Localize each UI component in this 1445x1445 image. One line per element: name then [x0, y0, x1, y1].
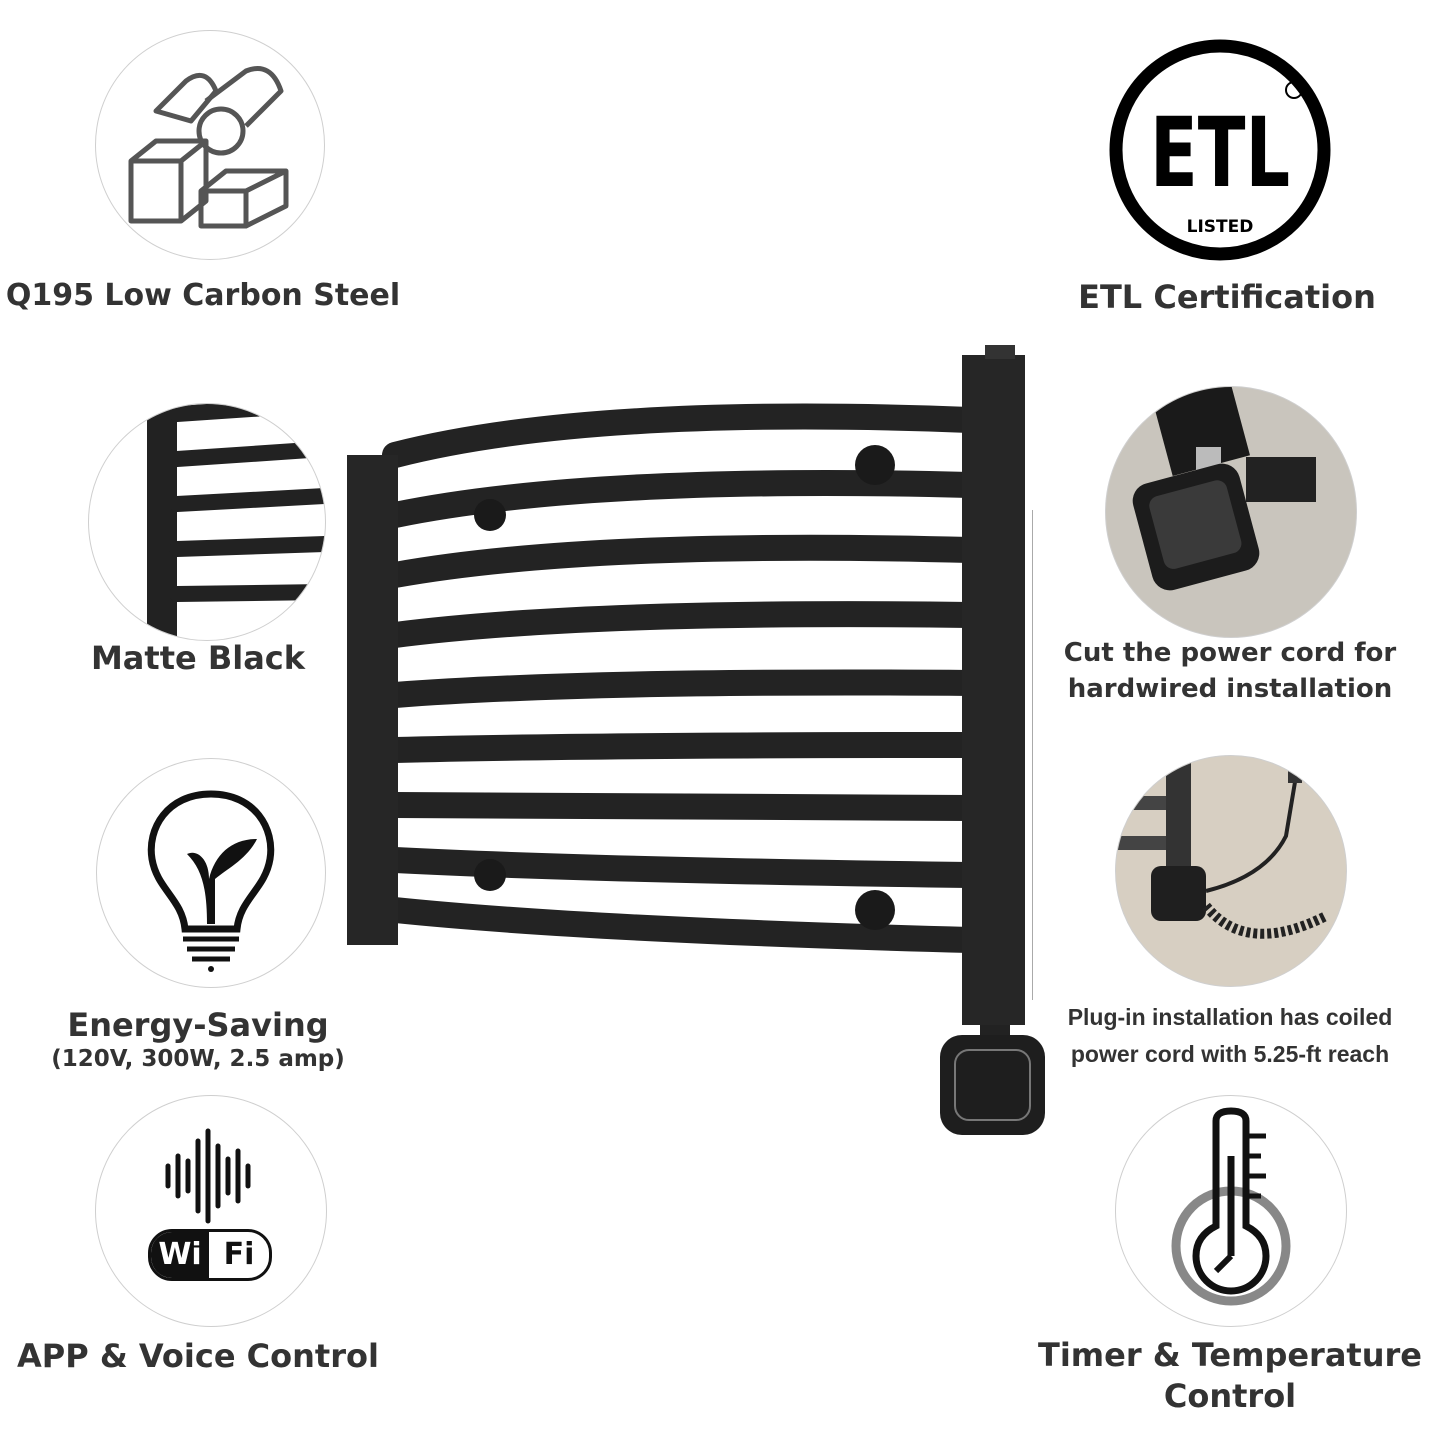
steel-icon-circle [95, 30, 325, 260]
label-timer-1: Timer & Temperature [1038, 1336, 1422, 1374]
etl-logo-sub: LISTED [1187, 217, 1254, 237]
matte-black-circle [88, 403, 326, 641]
etl-listed-logo: ETL LISTED [1109, 39, 1331, 261]
timer-circle [1115, 1095, 1347, 1327]
registered-mark-icon [1285, 81, 1303, 99]
label-plugin-2: power cord with 5.25-ft reach [1070, 1041, 1390, 1067]
steel-profiles-icon [128, 66, 289, 229]
rail-closeup-image [147, 404, 325, 640]
label-energy-saving: Energy-Saving [67, 1006, 329, 1044]
label-steel: Q195 Low Carbon Steel [5, 278, 401, 313]
app-control-circle: Wi Fi [95, 1095, 327, 1327]
wifi-badge-right: Fi [223, 1237, 255, 1272]
towel-warmer-product [347, 345, 1045, 1135]
label-hardwire-2: hardwired installation [1067, 674, 1393, 704]
energy-circle [96, 758, 326, 988]
wifi-badge: Wi Fi [148, 1229, 272, 1281]
voice-wave-icon [165, 1128, 251, 1224]
thermometer-icon [1171, 1107, 1291, 1306]
label-matte-black: Matte Black [90, 639, 306, 677]
connector-line [1032, 510, 1033, 1000]
etl-logo-text: ETL [1150, 97, 1290, 209]
wifi-badge-left: Wi [151, 1232, 209, 1278]
label-energy-specs: (120V, 300W, 2.5 amp) [51, 1046, 345, 1072]
coiled-cord-image [1116, 756, 1329, 939]
label-hardwire-1: Cut the power cord for [1063, 638, 1397, 668]
label-timer-2: Control [1163, 1377, 1297, 1415]
label-plugin-1: Plug-in installation has coiled [1067, 1004, 1393, 1030]
label-app-voice: APP & Voice Control [17, 1337, 379, 1375]
plug-in-circle [1115, 755, 1347, 987]
eco-bulb-icon [147, 790, 275, 972]
heater-closeup-image [1132, 387, 1316, 591]
label-etl: ETL Certification [1078, 278, 1376, 316]
hardwire-circle [1105, 386, 1357, 638]
